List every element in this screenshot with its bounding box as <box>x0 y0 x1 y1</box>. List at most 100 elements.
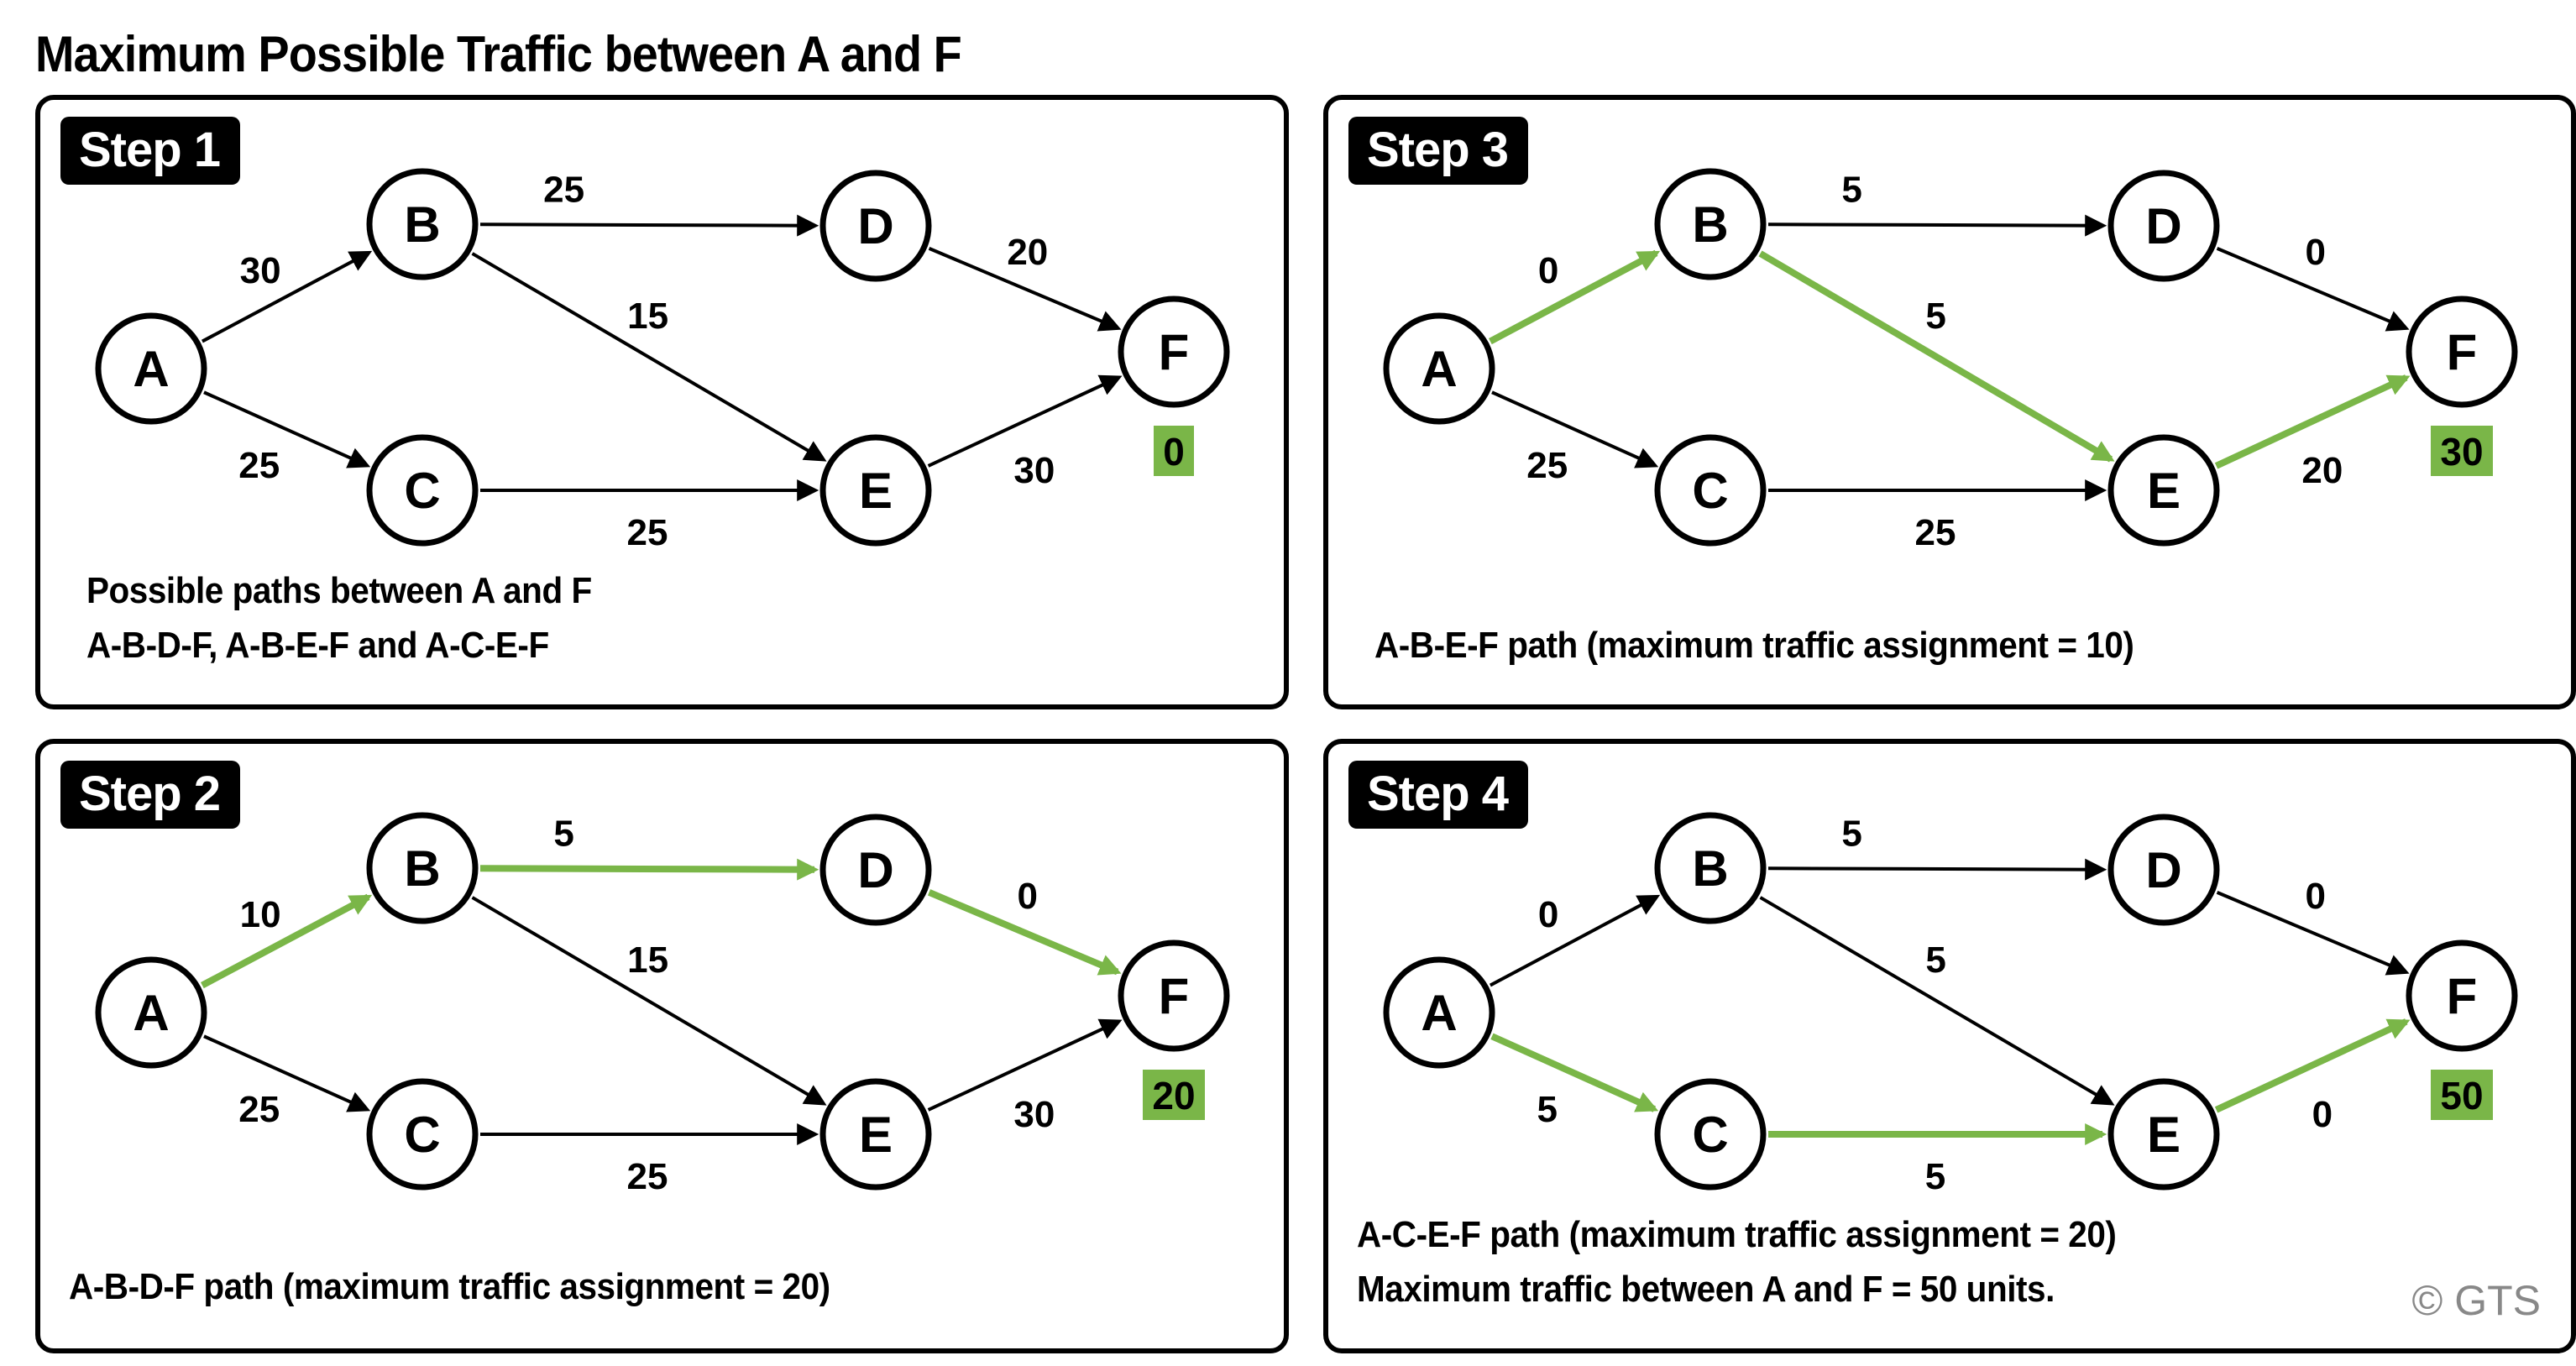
svg-text:A: A <box>1421 341 1457 397</box>
node-c: C <box>366 434 479 547</box>
edge-capacity-label: 5 <box>1537 1089 1557 1130</box>
node-a: A <box>1383 956 1495 1069</box>
node-d: D <box>819 814 932 926</box>
node-d: D <box>819 170 932 282</box>
node-e: E <box>819 1078 932 1191</box>
edge-capacity-label: 25 <box>238 1089 280 1130</box>
edge-capacity-label: 30 <box>1013 1094 1055 1135</box>
caption-line: A-B-D-F, A-B-E-F and A-C-E-F <box>86 625 549 666</box>
svg-text:D: D <box>857 842 893 898</box>
step-badge: Step 4 <box>1348 761 1529 829</box>
svg-text:E: E <box>859 463 893 519</box>
svg-text:F: F <box>2447 324 2478 380</box>
edge-capacity-label: 5 <box>1925 939 1945 981</box>
edge-capacity-label: 5 <box>1925 1156 1945 1197</box>
total-flow-badge: 0 <box>1154 426 1194 476</box>
svg-text:D: D <box>2145 198 2181 254</box>
edge-e-f <box>927 1018 1123 1112</box>
edge-e-f <box>2214 1018 2411 1113</box>
svg-text:B: B <box>404 840 440 897</box>
svg-text:F: F <box>2447 968 2478 1024</box>
caption-line: Possible paths between A and F <box>86 570 592 611</box>
node-b: B <box>366 812 479 924</box>
svg-text:E: E <box>2147 463 2181 519</box>
edge-capacity-label: 25 <box>627 512 668 553</box>
edge-capacity-label: 5 <box>1841 814 1861 855</box>
edge-b-d <box>1767 858 2107 881</box>
edge-a-c <box>203 390 371 468</box>
edge-a-b <box>1489 249 1661 345</box>
edge-a-b <box>201 250 373 343</box>
total-flow-badge: 30 <box>2431 426 2493 476</box>
svg-text:B: B <box>404 196 440 253</box>
svg-text:E: E <box>2147 1107 2181 1163</box>
edge-capacity-label: 15 <box>627 296 668 337</box>
page-title: Maximum Possible Traffic between A and F <box>35 26 962 82</box>
node-a: A <box>95 312 207 425</box>
caption-line: Maximum traffic between A and F = 50 uni… <box>1357 1269 2055 1310</box>
node-f: F <box>1118 939 1230 1052</box>
edge-b-d <box>479 858 819 881</box>
edge-b-e <box>471 252 827 462</box>
svg-text:20: 20 <box>1152 1074 1195 1117</box>
edge-a-b <box>1489 894 1661 987</box>
edge-capacity-label: 25 <box>1915 512 1956 553</box>
svg-text:D: D <box>857 198 893 254</box>
edge-capacity-label: 10 <box>240 894 281 935</box>
svg-text:C: C <box>404 1107 440 1163</box>
edge-d-f <box>928 247 1122 332</box>
edge-capacity-label: 5 <box>1925 296 1945 337</box>
edge-b-e <box>1758 250 2115 463</box>
node-a: A <box>1383 312 1495 425</box>
svg-text:A: A <box>133 985 169 1041</box>
svg-text:30: 30 <box>2440 430 2483 474</box>
edge-b-e <box>1759 896 2115 1106</box>
edge-b-d <box>479 214 819 237</box>
svg-text:B: B <box>1692 840 1728 897</box>
node-e: E <box>2107 1078 2220 1191</box>
edge-capacity-label: 0 <box>1538 250 1558 291</box>
svg-text:F: F <box>1159 324 1190 380</box>
edge-e-f <box>2214 374 2411 469</box>
svg-text:A: A <box>133 341 169 397</box>
edge-a-b <box>201 893 373 989</box>
step-panel-3: Step 3 0 25 5 5 25 0 20 A B C D E F 30 A-B-E-F path (… <box>1323 95 2576 709</box>
edge-capacity-label: 20 <box>2301 450 2343 491</box>
svg-text:50: 50 <box>2440 1074 2483 1117</box>
network-diagram: 0 25 5 5 25 0 20 A B C D E F 30 <box>1383 168 2518 553</box>
svg-text:D: D <box>2145 842 2181 898</box>
edge-e-f <box>927 374 1123 468</box>
svg-text:E: E <box>859 1107 893 1163</box>
step-badge: Step 1 <box>60 117 241 185</box>
edge-d-f <box>2216 891 2410 976</box>
edge-capacity-label: 0 <box>1538 894 1558 935</box>
node-c: C <box>1654 1078 1767 1191</box>
edge-capacity-label: 0 <box>2306 232 2326 273</box>
node-b: B <box>1654 812 1767 924</box>
svg-text:C: C <box>1692 1107 1728 1163</box>
node-e: E <box>2107 434 2220 547</box>
edge-capacity-label: 5 <box>1841 170 1861 211</box>
step-badge: Step 2 <box>60 761 241 829</box>
node-b: B <box>1654 168 1767 280</box>
node-d: D <box>2107 170 2220 282</box>
edge-capacity-label: 0 <box>2306 876 2326 917</box>
svg-text:A: A <box>1421 985 1457 1041</box>
step-badge: Step 3 <box>1348 117 1529 185</box>
caption-line: A-B-E-F path (maximum traffic assignment… <box>1374 625 2134 666</box>
node-f: F <box>2406 296 2518 408</box>
svg-text:C: C <box>1692 463 1728 519</box>
edge-capacity-label: 0 <box>1018 876 1038 917</box>
edge-capacity-label: 25 <box>543 170 584 211</box>
svg-text:0: 0 <box>1163 430 1185 474</box>
edge-capacity-label: 15 <box>627 939 668 981</box>
edge-capacity-label: 25 <box>1526 445 1568 486</box>
edge-capacity-label: 25 <box>238 445 280 486</box>
caption-line: A-B-D-F path (maximum traffic assignment… <box>69 1266 830 1307</box>
